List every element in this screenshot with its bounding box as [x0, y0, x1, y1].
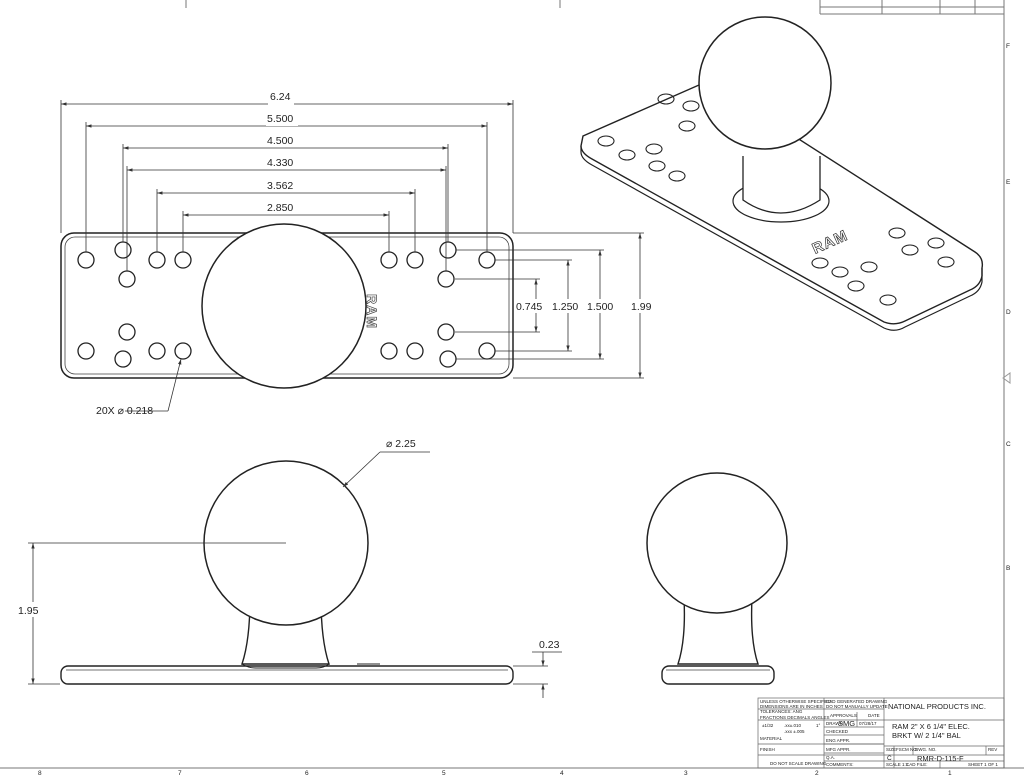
column-labels: 8 7 6 5 4 3 2 1: [38, 770, 952, 777]
tb-dwg-no-label: DWG. NO.: [915, 747, 937, 752]
col-label-8: 8: [38, 770, 42, 777]
tb-tolerances: TOLERANCES: ANG: [760, 709, 803, 714]
mounting-hole: [478, 342, 496, 360]
tb-fractions: FRACTIONS DECIMALS ANGLES: [760, 715, 830, 720]
tb-comments: COMMENTS:: [826, 762, 854, 767]
dim-height: 1.95: [18, 605, 39, 617]
isometric-view: RAM: [580, 16, 984, 331]
dim-5500: 5.500: [267, 113, 293, 125]
tb-sheet: SHEET 1 OF 1: [968, 762, 998, 767]
row-label-f: F: [1006, 43, 1010, 50]
row-label-e: E: [1006, 179, 1011, 186]
dim-plate-thickness: 0.23: [539, 639, 560, 651]
mounting-hole: [174, 251, 192, 269]
mounting-hole: [148, 342, 166, 360]
tb-checked: CHECKED: [826, 729, 849, 734]
row-label-d: D: [1006, 309, 1011, 316]
tb-drawn: DRAWN: [826, 721, 843, 726]
tb-date: DATE: [868, 713, 880, 718]
mounting-hole: [114, 241, 132, 259]
mounting-hole: [439, 241, 457, 259]
tb-cad-file: CAD FILE:: [906, 762, 928, 767]
ball-iso: [698, 16, 832, 150]
tb-company: NATIONAL PRODUCTS INC.: [888, 702, 986, 711]
hole-callout: 20X ⌀ 0.218: [96, 405, 153, 417]
ram-logo-top: RAM: [364, 294, 380, 329]
col-label-5: 5: [442, 770, 446, 777]
tb-drawn-initials: SMG: [838, 719, 855, 728]
tb-finish: FINISH: [760, 747, 775, 752]
tb-no-manual: DO NOT MANUALLY UPDATE: [826, 704, 888, 709]
mounting-hole: [478, 251, 496, 269]
col-label-4: 4: [560, 770, 564, 777]
center-mark-icon: [1002, 372, 1011, 384]
right-view: [646, 472, 788, 685]
tb-eng-appr: ENG APPR.: [826, 738, 850, 743]
tb-dwg-no: RMR-D-115-F: [917, 754, 964, 763]
tb-size: C: [887, 755, 892, 762]
mounting-hole: [174, 342, 192, 360]
mounting-hole: [437, 323, 455, 341]
col-label-3: 3: [684, 770, 688, 777]
tb-frac-val: ±1/32: [762, 723, 774, 728]
tb-dec3-val: .xxx ±.005: [784, 729, 805, 734]
mounting-hole: [148, 251, 166, 269]
dim-4330: 4.330: [267, 157, 293, 169]
mounting-hole: [380, 251, 398, 269]
mounting-hole: [77, 342, 95, 360]
tb-ang-val: 1°: [816, 723, 821, 728]
tb-unless: UNLESS OTHERWISE SPECIFIED:: [760, 699, 833, 704]
mounting-hole: [406, 251, 424, 269]
tb-dims-inches: DIMENSIONS ARE IN INCHES: [760, 704, 823, 709]
col-label-6: 6: [305, 770, 309, 777]
tb-rev: REV: [988, 747, 997, 752]
tb-title-line2: BRKT W/ 2 1/4" BAL: [892, 731, 961, 740]
ball-top: [201, 223, 367, 389]
mounting-hole: [439, 350, 457, 368]
tb-mfg-appr: MFG APPR.: [826, 747, 851, 752]
col-label-7: 7: [178, 770, 182, 777]
dim-ball-diameter: ⌀ 2.25: [386, 438, 416, 450]
dim-2850: 2.850: [267, 202, 293, 214]
row-label-b: B: [1006, 565, 1010, 572]
tb-title-line1: RAM 2" X 6 1/4" ELEC.: [892, 722, 970, 731]
dim-3562: 3.562: [267, 180, 293, 192]
front-view: 1.95 0.23 ⌀ 2.25: [18, 438, 562, 698]
col-label-2: 2: [815, 770, 819, 777]
dim-1500: 1.500: [587, 301, 613, 313]
dim-1250: 1.250: [552, 301, 578, 313]
dim-0745: 0.745: [516, 301, 542, 313]
col-label-1: 1: [948, 770, 952, 777]
ball-right: [646, 472, 788, 614]
top-view: RAM: [60, 91, 654, 417]
mounting-hole: [118, 323, 136, 341]
mounting-hole: [77, 251, 95, 269]
mounting-hole: [437, 270, 455, 288]
tb-scale: SCALE 1:1: [886, 762, 909, 767]
tb-approvals: APPROVALS: [830, 713, 857, 718]
row-labels: F E D C B: [1002, 43, 1011, 572]
tb-cad: CAD GENERATED DRAWING: [826, 699, 888, 704]
tb-do-not-scale: DO NOT SCALE DRAWING: [770, 761, 827, 766]
dim-199: 1.99: [631, 301, 652, 313]
mounting-hole: [118, 270, 136, 288]
title-block: UNLESS OTHERWISE SPECIFIED: DIMENSIONS A…: [757, 697, 1005, 769]
top-view-dimensions: 6.24 5.500 4.500 4.330 3.562 2.850 0.745…: [96, 91, 654, 417]
tb-material: MATERIAL: [760, 736, 783, 741]
dim-4500: 4.500: [267, 135, 293, 147]
tb-drawn-date: 07/28/17: [859, 721, 877, 726]
mounting-hole: [380, 342, 398, 360]
dim-overall-length: 6.24: [270, 91, 291, 103]
row-label-c: C: [1006, 441, 1011, 448]
tb-qa: Q.A.: [826, 755, 835, 760]
tb-dec-val: .xx±.010: [784, 723, 801, 728]
tb-fscm: FSCM NO.: [896, 747, 918, 752]
mounting-hole: [114, 350, 132, 368]
tb-size-label: SIZE: [886, 747, 896, 752]
mounting-hole: [406, 342, 424, 360]
